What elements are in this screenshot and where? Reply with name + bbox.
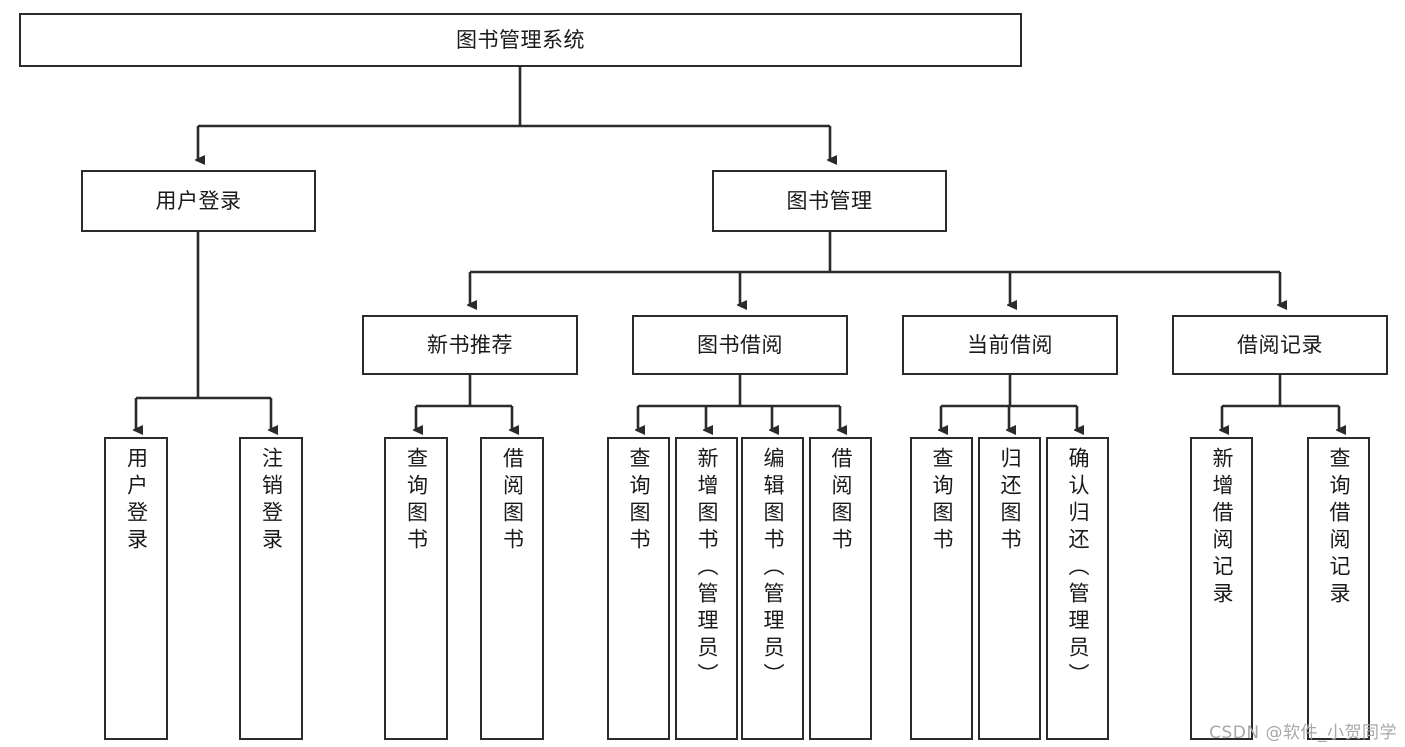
node-label: 查询图书: [930, 447, 954, 555]
node-new-book-recommend[interactable]: 新书推荐: [362, 315, 578, 375]
leaf-borrow-book-recommend[interactable]: 借阅图书: [480, 437, 544, 740]
leaf-confirm-return-admin[interactable]: 确认归还（管理员）: [1046, 437, 1109, 740]
node-label: 注销登录: [259, 447, 284, 555]
node-label: 图书管理: [786, 188, 873, 213]
leaf-return-book[interactable]: 归还图书: [978, 437, 1041, 740]
leaf-query-book-recommend[interactable]: 查询图书: [384, 437, 448, 740]
watermark: CSDN @软件_小贺同学: [1209, 723, 1397, 743]
node-label: 用户登录: [124, 447, 149, 555]
node-label: 当前借阅: [967, 332, 1053, 357]
leaf-user-login[interactable]: 用户登录: [104, 437, 168, 740]
node-current-borrow[interactable]: 当前借阅: [902, 315, 1118, 375]
leaf-query-book-current[interactable]: 查询图书: [910, 437, 973, 740]
node-book-borrow[interactable]: 图书借阅: [632, 315, 848, 375]
node-label: 借阅图书: [500, 447, 525, 555]
leaf-add-borrow-record[interactable]: 新增借阅记录: [1190, 437, 1253, 740]
node-label: 归还图书: [998, 447, 1022, 555]
node-label: 新书推荐: [427, 332, 513, 357]
leaf-logout[interactable]: 注销登录: [239, 437, 303, 740]
node-label: 借阅图书: [829, 447, 853, 555]
node-label: 图书管理系统: [456, 27, 585, 52]
node-label: 图书借阅: [697, 332, 783, 357]
node-label: 新增借阅记录: [1210, 447, 1234, 609]
node-label: 借阅记录: [1237, 332, 1323, 357]
node-borrow-record[interactable]: 借阅记录: [1172, 315, 1388, 375]
leaf-borrow-book[interactable]: 借阅图书: [809, 437, 872, 740]
leaf-query-book-borrow[interactable]: 查询图书: [607, 437, 670, 740]
node-label: 查询图书: [404, 447, 429, 555]
node-label: 新增图书（管理员）: [695, 447, 719, 690]
node-label: 查询借阅记录: [1327, 447, 1351, 609]
leaf-query-borrow-record[interactable]: 查询借阅记录: [1307, 437, 1370, 740]
leaf-edit-book-admin[interactable]: 编辑图书（管理员）: [741, 437, 804, 740]
node-user-login[interactable]: 用户登录: [81, 170, 316, 232]
node-root-system[interactable]: 图书管理系统: [19, 13, 1022, 67]
leaf-add-book-admin[interactable]: 新增图书（管理员）: [675, 437, 738, 740]
node-label: 查询图书: [627, 447, 651, 555]
node-label: 编辑图书（管理员）: [761, 447, 785, 690]
node-book-management[interactable]: 图书管理: [712, 170, 947, 232]
node-label: 确认归还（管理员）: [1066, 447, 1090, 690]
node-label: 用户登录: [155, 188, 242, 213]
